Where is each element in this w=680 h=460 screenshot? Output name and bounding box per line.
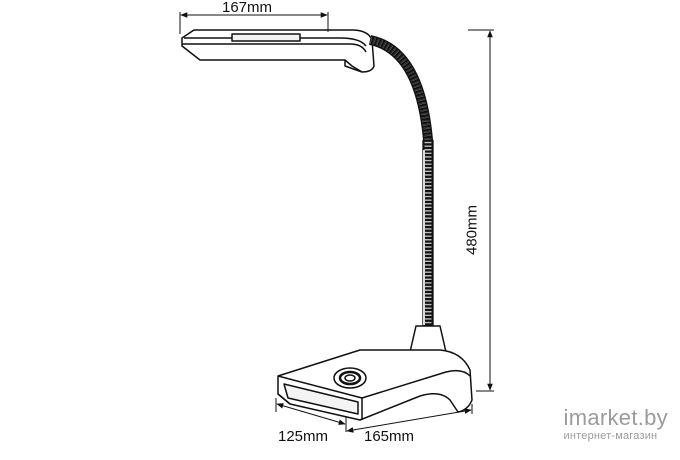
head-width-label: 167mm [222,0,273,16]
height-label: 480mm [463,204,481,256]
lamp-gooseneck [368,35,434,330]
watermark-brand: imarket.by [563,405,668,430]
watermark: imarket.by интернет-магазин [563,405,668,443]
base-width-label: 165mm [364,428,415,445]
dimension-base-width [346,404,473,433]
dimension-height [468,29,494,392]
dimension-head-width [179,12,329,34]
lamp-base [277,349,473,421]
lamp-head [181,29,375,73]
dimension-base-depth [275,398,347,432]
base-depth-label: 125mm [278,428,329,445]
power-button-icon [333,367,367,389]
watermark-tagline: интернет-магазин [563,430,658,442]
